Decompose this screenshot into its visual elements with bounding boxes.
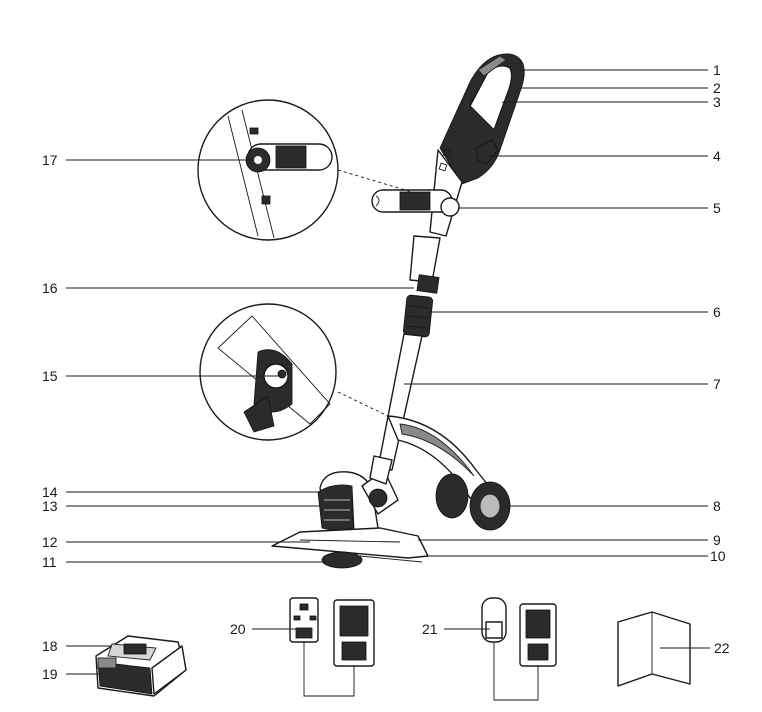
detail-view-handle-lock: [197, 99, 413, 241]
callout-9: 9: [713, 532, 721, 548]
callout-19: 19: [42, 666, 58, 682]
callout-6: 6: [713, 304, 721, 320]
callout-20: 20: [230, 621, 246, 637]
spool-cap: [321, 551, 363, 569]
leader-lines: [66, 69, 710, 675]
callout-16: 16: [42, 280, 58, 296]
cutting-line: [359, 555, 423, 563]
callout-18: 18: [42, 638, 58, 654]
trimmer-illustration: [271, 53, 525, 569]
callout-13: 13: [42, 498, 58, 514]
charger-eu-plug: [481, 597, 557, 701]
lower-shaft: [377, 333, 423, 471]
callout-1: 1: [713, 62, 721, 78]
callout-8: 8: [713, 498, 721, 514]
callout-numbers: 1 2 3 4 5 6 7 8 9 10 11 12 13 14 15 16 1…: [42, 62, 730, 682]
detail-view-angle-lock: [199, 303, 393, 441]
charger-uk-plug: [289, 597, 375, 697]
trigger: [475, 139, 499, 165]
callout-4: 4: [713, 148, 721, 164]
callout-12: 12: [42, 534, 58, 550]
callout-5: 5: [713, 200, 721, 216]
callout-21: 21: [422, 621, 438, 637]
auxiliary-handle: [371, 189, 460, 217]
callout-15: 15: [42, 368, 58, 384]
battery-release-button: [97, 657, 117, 669]
callout-7: 7: [713, 376, 721, 392]
callout-11: 11: [42, 554, 57, 570]
callout-14: 14: [42, 484, 58, 500]
instruction-manual: [617, 611, 691, 687]
safety-guard: [271, 527, 429, 559]
callout-10: 10: [710, 548, 726, 564]
callout-17: 17: [42, 152, 58, 168]
callout-2: 2: [713, 80, 721, 96]
callout-22: 22: [714, 640, 730, 656]
height-adjust-button: [416, 274, 440, 294]
callout-3: 3: [713, 94, 721, 110]
battery-pack: [95, 635, 187, 697]
